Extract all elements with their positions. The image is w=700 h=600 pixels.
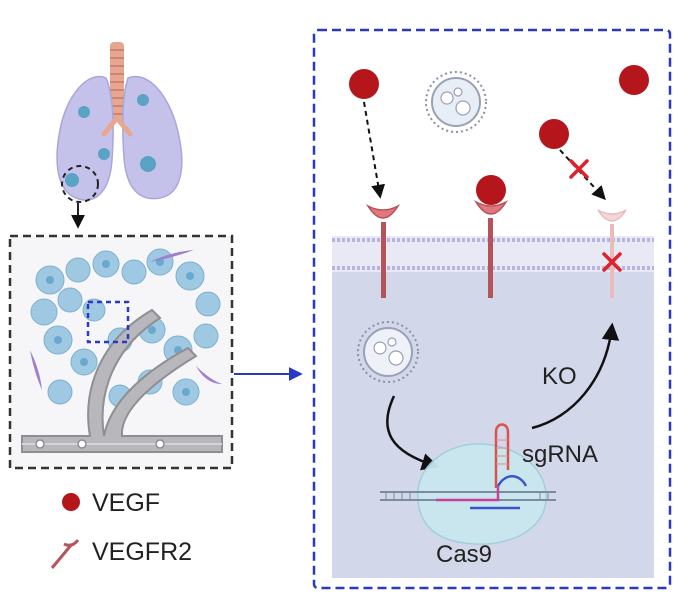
vegf-molecule-icon xyxy=(349,65,649,149)
sgrna-label: sgRNA xyxy=(522,441,598,468)
legend: VEGF VEGFR2 xyxy=(50,489,192,569)
lung-tumor-icon xyxy=(65,94,156,187)
lung-icon xyxy=(56,42,183,229)
nanoparticle-internal-icon xyxy=(357,321,419,383)
ko-label: KO xyxy=(542,363,577,390)
zoom-circle xyxy=(61,165,99,203)
tumor-tissue-icon xyxy=(21,248,223,453)
legend-vegf: VEGF xyxy=(62,489,160,517)
cas9-label: Cas9 xyxy=(436,541,492,568)
nanoparticle-icon xyxy=(425,71,487,133)
knockout-x-icon xyxy=(569,159,589,179)
legend-vegfr2-label: VEGFR2 xyxy=(92,538,192,566)
sgrna-hairpin-icon xyxy=(494,423,510,488)
cas9-complex-icon xyxy=(380,423,556,545)
vegfr2-receptor-bound-icon xyxy=(473,175,509,298)
dna-icon xyxy=(380,475,556,510)
vegf-molecule-icon xyxy=(62,493,80,511)
zoom-square xyxy=(86,300,130,344)
legend-vegf-label: VEGF xyxy=(92,489,160,517)
cell-panel: KO sgRNA Cas9 xyxy=(312,28,672,590)
legend-vegfr2: VEGFR2 xyxy=(50,538,192,569)
tumor-tissue-panel xyxy=(8,234,234,470)
vegfr2-receptor-icon xyxy=(50,539,80,569)
vegfr2-receptor-ko-icon xyxy=(597,209,627,298)
vegfr2-receptor-icon xyxy=(365,204,401,298)
